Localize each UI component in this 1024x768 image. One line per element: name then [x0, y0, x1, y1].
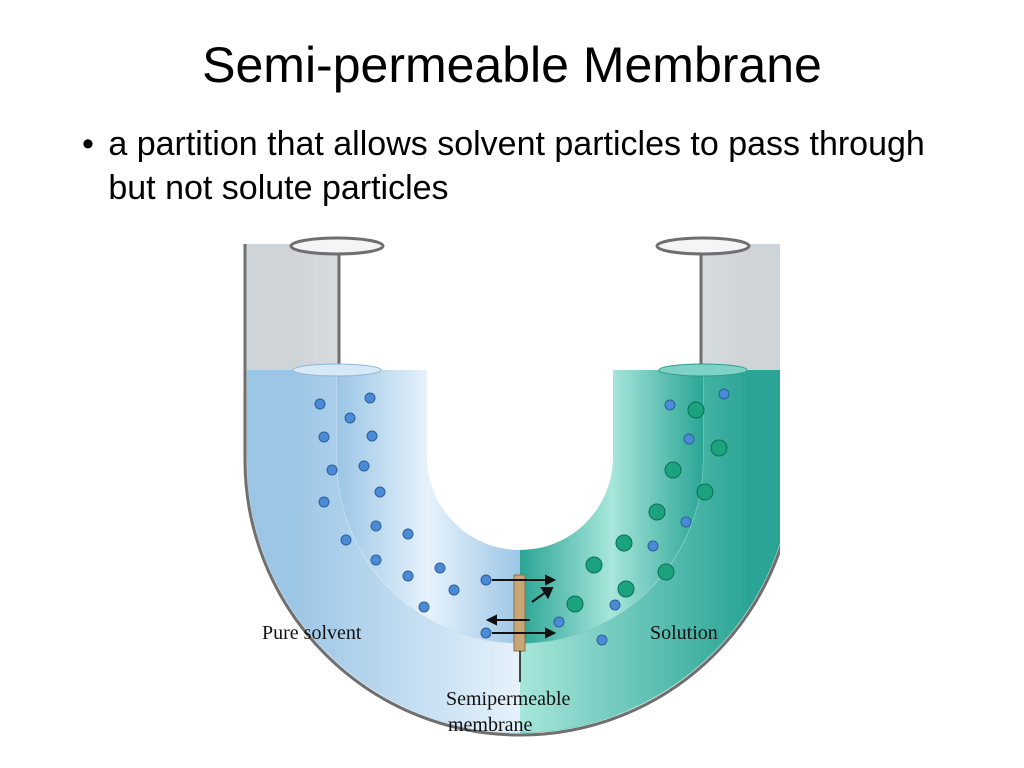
solution-label: Solution	[650, 622, 718, 644]
slide-title: Semi-permeable Membrane	[202, 37, 822, 93]
flow-arrows	[485, 574, 557, 639]
liquid-band-left	[247, 370, 520, 733]
u-tube-diagram: Pure solvent Solution Semipermeable memb…	[240, 230, 780, 750]
solvent-particles	[314, 388, 730, 646]
membrane-label-line1: Semipermeable	[446, 688, 571, 710]
solution-surface	[658, 363, 748, 377]
u-tube-illustration	[243, 236, 780, 737]
solute-particles	[566, 401, 728, 613]
left-tube-rim	[289, 236, 385, 256]
membrane	[513, 574, 526, 652]
pure-solvent-label: Pure solvent	[262, 622, 362, 644]
liquid-band-right	[520, 370, 780, 733]
bullet-list: • a partition that allows solvent partic…	[82, 122, 962, 210]
solvent-surface	[292, 363, 382, 377]
bullet-item: • a partition that allows solvent partic…	[82, 122, 962, 210]
bullet-symbol: •	[82, 125, 94, 163]
bullet-text: a partition that allows solvent particle…	[108, 125, 925, 207]
membrane-label-line2: membrane	[448, 714, 533, 736]
right-tube-rim	[655, 236, 751, 256]
